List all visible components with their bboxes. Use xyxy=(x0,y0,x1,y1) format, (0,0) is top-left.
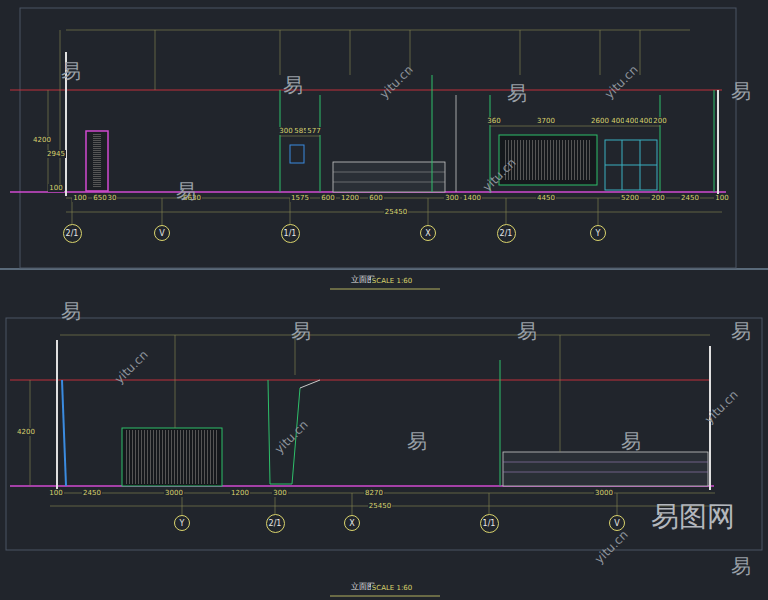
axis-bubble: Y xyxy=(590,225,606,241)
dimension-text: 100 xyxy=(48,184,63,192)
dimension-text: 300 xyxy=(272,489,287,497)
dimension-text: 8270 xyxy=(364,489,384,497)
watermark: 易 xyxy=(60,60,82,82)
dimension-text: 2945 xyxy=(46,150,66,158)
dimension-text: 2450 xyxy=(82,489,102,497)
dimension-text: 1400 xyxy=(462,194,482,202)
axis-label: X xyxy=(425,229,430,238)
watermark: 易 xyxy=(282,74,304,96)
axis-bubble: 1/1 xyxy=(480,514,499,533)
dimension-text: SCALE 1:60 xyxy=(371,277,413,285)
dimension-text: 3700 xyxy=(536,117,556,125)
watermark: 易 xyxy=(506,82,528,104)
dimension-text: 360 xyxy=(486,117,501,125)
dimension-text: 2450 xyxy=(680,194,700,202)
dimension-text: 4450 xyxy=(536,194,556,202)
axis-bubble: X xyxy=(420,225,436,241)
watermark: 易 xyxy=(620,430,642,452)
dimension-text: 4200 xyxy=(16,428,36,436)
dimension-text: 200 xyxy=(650,194,665,202)
watermark: 易 xyxy=(406,430,428,452)
dimension-text: 25450 xyxy=(384,208,408,216)
dimension-text: 300 xyxy=(278,127,293,135)
axis-label: Y xyxy=(180,519,185,528)
dimension-text: 3000 xyxy=(594,489,614,497)
axis-bubble: V xyxy=(154,225,170,241)
dimension-text: 200 xyxy=(652,117,667,125)
watermark: 易 xyxy=(516,320,538,342)
dimension-text: 1200 xyxy=(340,194,360,202)
watermark: 易图网 xyxy=(650,502,736,532)
dimension-text: SCALE 1:60 xyxy=(371,584,413,592)
dimension-text: 3000 xyxy=(164,489,184,497)
axis-bubble: 2/1 xyxy=(266,514,285,533)
axis-bubble: 2/1 xyxy=(497,224,516,243)
watermark: 易 xyxy=(730,555,752,577)
dimension-text: 650 xyxy=(92,194,107,202)
axis-label: X xyxy=(349,519,354,528)
watermark: 易 xyxy=(175,180,197,202)
watermark: 易 xyxy=(730,320,752,342)
axis-label: 1/1 xyxy=(284,229,297,238)
dimension-text: 1200 xyxy=(230,489,250,497)
axis-label: 2/1 xyxy=(500,229,513,238)
axis-label: 2/1 xyxy=(66,229,79,238)
axis-bubble: 2/1 xyxy=(63,224,82,243)
dimension-text: 4200 xyxy=(32,136,52,144)
dimension-text: 25450 xyxy=(368,502,392,510)
dimension-text: 1575 xyxy=(290,194,310,202)
axis-label: 1/1 xyxy=(483,519,496,528)
axis-label: Y xyxy=(596,229,601,238)
axis-bubble: Y xyxy=(174,515,190,531)
watermark: 易 xyxy=(290,320,312,342)
dimension-text: 5200 xyxy=(620,194,640,202)
dimension-text: 100 xyxy=(72,194,87,202)
dimension-text: 577 xyxy=(306,127,321,135)
dimension-text: 300 xyxy=(444,194,459,202)
dimension-text: 100 xyxy=(48,489,63,497)
dimension-text: 100 xyxy=(714,194,729,202)
axis-label: 2/1 xyxy=(269,519,282,528)
dimension-text: 600 xyxy=(368,194,383,202)
dimension-text: 2600 xyxy=(590,117,610,125)
watermark: 易 xyxy=(730,80,752,102)
dimension-text: 30 xyxy=(107,194,118,202)
axis-label: V xyxy=(614,519,619,528)
axis-bubble: 1/1 xyxy=(281,224,300,243)
dimension-text: 600 xyxy=(320,194,335,202)
watermark: 易 xyxy=(60,300,82,322)
axis-label: V xyxy=(159,229,164,238)
axis-bubble: X xyxy=(344,515,360,531)
